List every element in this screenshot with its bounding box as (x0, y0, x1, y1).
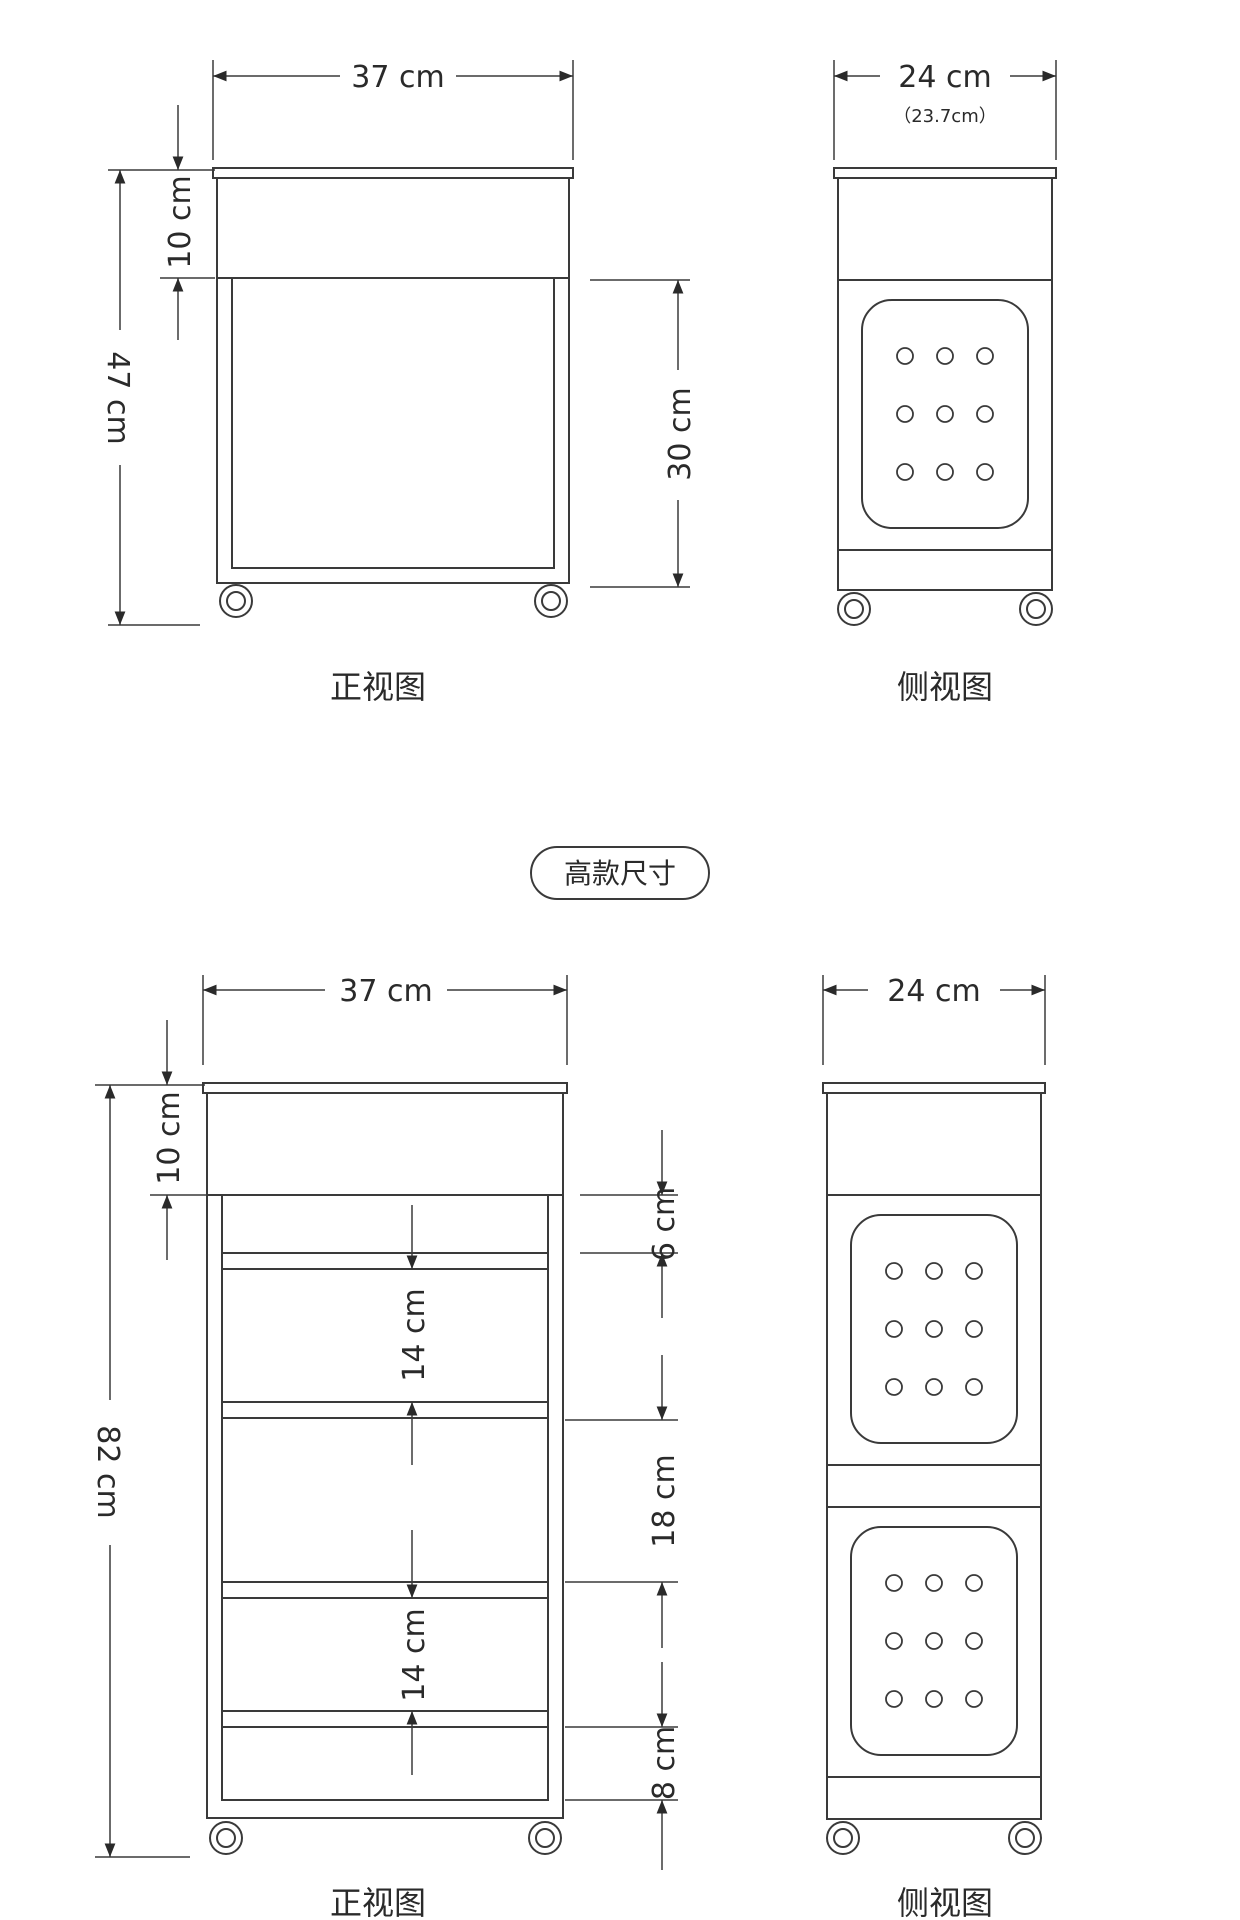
vent-holes-icon (885, 1574, 983, 1708)
short-side-view (833, 167, 1057, 626)
tall-front-caption: 正视图 (330, 1884, 426, 1920)
tall-front-gap-top-label: 6 cm (647, 1187, 682, 1261)
tall-front-drawer-height-label: 10 cm (152, 1091, 187, 1184)
tall-front-shelf-1-label: 14 cm (397, 1288, 432, 1381)
tall-front-total-height-label: 82 cm (90, 1425, 125, 1518)
short-front-dimensions (108, 60, 690, 626)
caster-wheel-icon (219, 584, 253, 618)
tall-front-shelf-3-label: 14 cm (397, 1608, 432, 1701)
tall-side-dimensions (822, 975, 1046, 1065)
section-badge (530, 846, 710, 900)
tall-front-view (202, 1082, 568, 1855)
vent-holes-icon (896, 347, 994, 481)
short-side-caption: 侧视图 (897, 668, 993, 706)
caster-wheel-icon (1008, 1821, 1042, 1855)
short-side-dimensions (833, 60, 1057, 160)
short-front-caption: 正视图 (330, 668, 426, 706)
caster-wheel-icon (1019, 592, 1053, 626)
short-front-drawer-height-label: 10 cm (163, 175, 198, 268)
short-side-width-note: （23.7cm） (893, 106, 997, 127)
tall-side-width-label: 24 cm (887, 974, 980, 1009)
short-side-width-label: 24 cm (898, 60, 991, 95)
caster-wheel-icon (837, 592, 871, 626)
section-badge-label: 高款尺寸 (564, 857, 676, 890)
caster-wheel-icon (534, 584, 568, 618)
tall-side-view (822, 1082, 1046, 1855)
short-front-width-label: 37 cm (351, 60, 444, 95)
short-front-cabinet-height-label: 30 cm (663, 387, 698, 480)
tall-front-dimensions (95, 975, 678, 1870)
caster-wheel-icon (209, 1821, 243, 1855)
short-front-view (212, 167, 574, 618)
short-front-total-height-label: 47 cm (100, 351, 135, 444)
tall-front-width-label: 37 cm (339, 974, 432, 1009)
tall-front-shelf-2-label: 18 cm (647, 1454, 682, 1547)
tall-side-caption: 侧视图 (897, 1884, 993, 1920)
vent-holes-icon (885, 1262, 983, 1396)
caster-wheel-icon (826, 1821, 860, 1855)
caster-wheel-icon (528, 1821, 562, 1855)
tall-front-gap-bottom-label: 8 cm (647, 1726, 682, 1800)
